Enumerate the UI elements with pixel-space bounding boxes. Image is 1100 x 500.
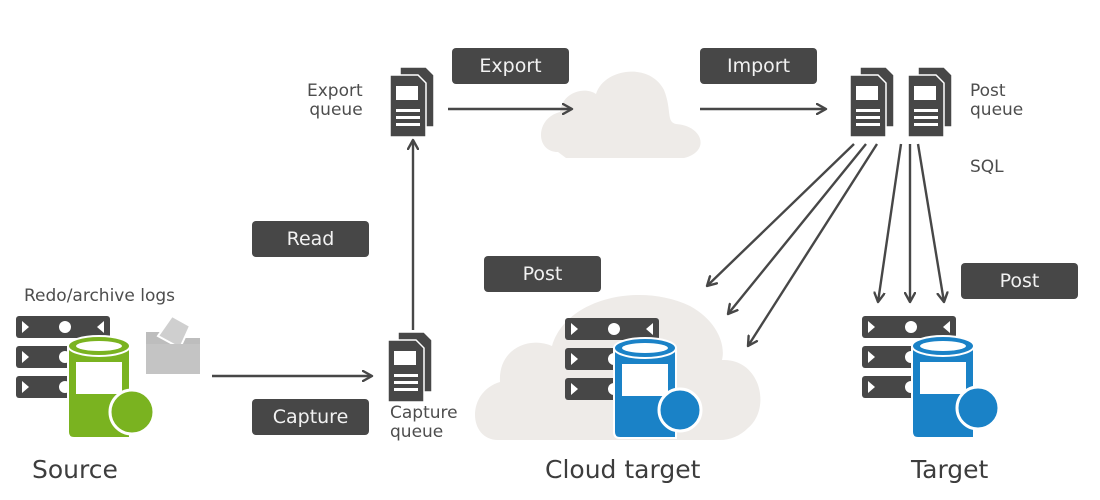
export-queue-label-line1: Export (307, 81, 363, 101)
cloud-target-label: Cloud target (545, 455, 701, 484)
target-label: Target (911, 455, 989, 484)
capture-badge: Capture (252, 399, 369, 435)
cloud-target-database-icon (613, 337, 703, 439)
export-badge: Export (452, 48, 569, 84)
post-cloud-arrow-3 (748, 143, 879, 346)
read-badge: Read (252, 221, 369, 257)
export-queue-icon (389, 66, 435, 138)
sql-label: SQL (970, 157, 1004, 177)
post-queue-label-line2: queue (970, 100, 1024, 120)
capture-queue-icon (387, 331, 433, 403)
post-target-badge: Post (961, 263, 1078, 299)
redo-logs-label: Redo/archive logs (24, 286, 175, 306)
capture-queue-label-line1: Capture (390, 403, 458, 423)
post-cloud-arrow-2 (728, 143, 867, 314)
source-label: Source (32, 455, 118, 484)
cloud-icon (540, 71, 701, 158)
export-queue-label: Export queue (307, 82, 363, 120)
target-database-icon (911, 335, 1001, 439)
capture-queue-label-line2: queue (390, 422, 444, 442)
post-queue-icon-1 (849, 66, 895, 138)
post-cloud-badge: Post (484, 256, 601, 292)
post-target-arrow-3 (916, 143, 944, 302)
import-badge: Import (700, 48, 817, 84)
source-database-icon (67, 335, 156, 439)
post-cloud-arrow-1 (707, 143, 855, 286)
capture-queue-label: Capture queue (390, 404, 458, 442)
log-folder-icon (146, 314, 200, 374)
post-target-arrow-1 (878, 143, 903, 302)
export-queue-label-line2: queue (309, 100, 363, 120)
post-queue-label: Post queue (970, 82, 1023, 120)
post-queue-icon-2 (907, 66, 953, 138)
post-queue-label-line1: Post (970, 81, 1006, 101)
